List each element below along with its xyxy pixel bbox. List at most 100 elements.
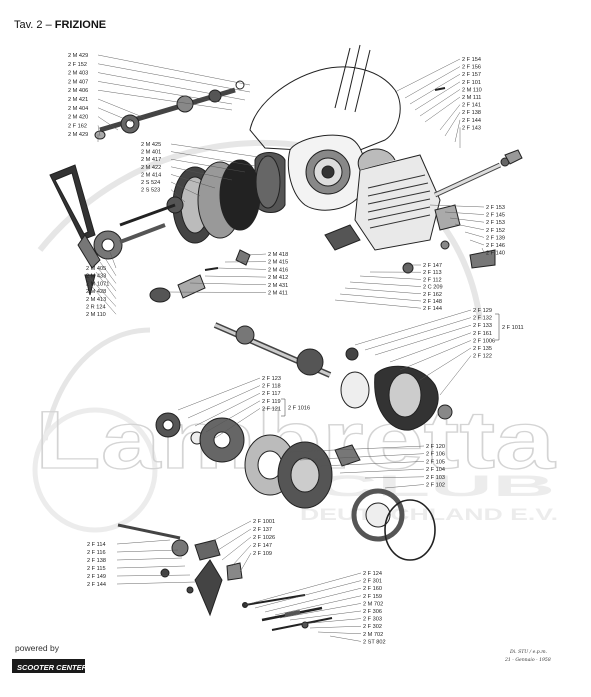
part-label: 2 F 302	[363, 624, 382, 630]
part-label: 2 F 154	[462, 57, 481, 63]
leader-line	[339, 468, 425, 474]
leader-line	[214, 408, 261, 439]
part-label: 2 M 428	[86, 289, 106, 295]
leader-line	[244, 572, 362, 606]
leader-line	[247, 253, 267, 256]
part-label: 2 F 157	[462, 72, 481, 78]
part-label: 2 F 106	[426, 452, 445, 458]
part-label: 2 M 420	[68, 115, 88, 121]
part-label: 2 F 162	[68, 123, 87, 129]
part-label: 2 M 702	[363, 632, 383, 638]
leader-line	[404, 66, 461, 99]
part-label: 2 M 407	[68, 79, 88, 85]
small-parts-lower	[242, 594, 333, 631]
leader-line	[299, 453, 425, 461]
leader-line	[454, 223, 485, 231]
leader-line	[170, 158, 246, 173]
part-label: 2 F 144	[462, 118, 481, 124]
part-label: 2 M 702	[363, 601, 383, 607]
part-label: 2 M 404	[68, 106, 88, 112]
part-label: 2 F 1001	[253, 519, 275, 525]
leader-line	[444, 112, 461, 137]
part-label: 2 M 417	[141, 157, 161, 163]
leader-line	[170, 189, 186, 203]
leader-line	[289, 445, 425, 453]
leader-line	[187, 385, 261, 419]
leader-line	[97, 89, 233, 111]
leader-line	[217, 267, 267, 270]
part-label: 2 F 115	[87, 566, 106, 572]
part-label: 2 M 429	[68, 53, 88, 59]
part-label: 2 F 121	[262, 406, 281, 412]
part-label: 2 F 148	[423, 299, 442, 305]
part-label: 2 F 147	[253, 543, 272, 549]
leader-line	[97, 81, 233, 105]
part-label: 2 ST 802	[363, 639, 386, 645]
part-label: 2 M 110	[462, 87, 482, 93]
leader-line	[116, 539, 171, 545]
part-label: 2 F 122	[473, 354, 492, 360]
leader-line	[414, 81, 461, 111]
part-label: 2 F 133	[473, 323, 492, 329]
leader-line	[177, 377, 261, 411]
watermark-club: CLUB	[315, 470, 555, 503]
group-bracket	[281, 398, 286, 417]
brand-text[interactable]: SCOOTER CENTER	[17, 663, 88, 672]
footer: powered by SCOOTER CENTER Di. STU / e.p.…	[12, 643, 551, 673]
part-label: 2 F 152	[68, 62, 87, 68]
leader-line	[239, 552, 252, 573]
leader-line	[231, 544, 252, 567]
cylinder-head	[354, 148, 441, 251]
clutch-lever-lower	[117, 523, 243, 617]
leader-line	[344, 287, 422, 295]
brand-badge[interactable]	[12, 659, 85, 673]
gearbox-components	[324, 87, 496, 274]
part-label: 2 M 110	[86, 312, 106, 318]
leader-line	[97, 72, 246, 101]
part-label: 2 M 111	[462, 95, 481, 101]
part-label: 2 F 117	[262, 391, 281, 397]
leader-line	[439, 355, 472, 396]
leader-line	[394, 58, 461, 93]
leader-line	[419, 347, 472, 381]
leader-line	[104, 257, 117, 276]
leader-line	[164, 291, 267, 293]
leader-line	[116, 557, 183, 561]
leader-line	[374, 324, 472, 356]
leader-line	[204, 275, 267, 278]
part-label: 2 M 412	[268, 275, 288, 281]
part-label: 2 F 141	[462, 103, 481, 109]
leader-line	[97, 107, 133, 123]
part-label: 2 S 523	[141, 188, 160, 194]
group-bracket	[495, 313, 500, 341]
part-label: 2 F 137	[253, 527, 272, 533]
leader-line	[359, 275, 422, 280]
part-label: 2 M 418	[268, 252, 288, 258]
leader-line	[354, 309, 472, 346]
leader-line	[364, 476, 425, 479]
leader-line	[89, 277, 117, 307]
part-label: 2 F 140	[486, 251, 505, 257]
leader-line	[469, 239, 485, 246]
part-label: 2 F 144	[87, 582, 106, 588]
part-label: 2 M 414	[141, 172, 161, 178]
part-label: 2 F 102	[426, 483, 445, 489]
part-label: 2 M 429	[68, 132, 88, 138]
title-prefix: Tav. 2 –	[14, 19, 55, 31]
part-label: 2 M 422	[141, 165, 161, 171]
signature-line-1: Di. STU / e.p.m.	[509, 649, 548, 655]
signature-line-2: 21 - Gennaio - 1958	[504, 657, 551, 663]
part-label: 2 F 162	[423, 292, 442, 298]
leader-line	[95, 271, 117, 299]
leader-line	[429, 204, 485, 208]
leader-line	[444, 211, 485, 215]
part-label: 2 M 416	[268, 267, 288, 273]
part-label: 2 R 124	[86, 305, 106, 311]
leader-line	[221, 536, 252, 561]
leader-line	[319, 461, 425, 467]
part-label: 2 F 139	[486, 235, 505, 241]
leader-line	[424, 96, 461, 123]
leader-line	[264, 587, 362, 613]
part-label: 2 F 104	[426, 467, 445, 473]
